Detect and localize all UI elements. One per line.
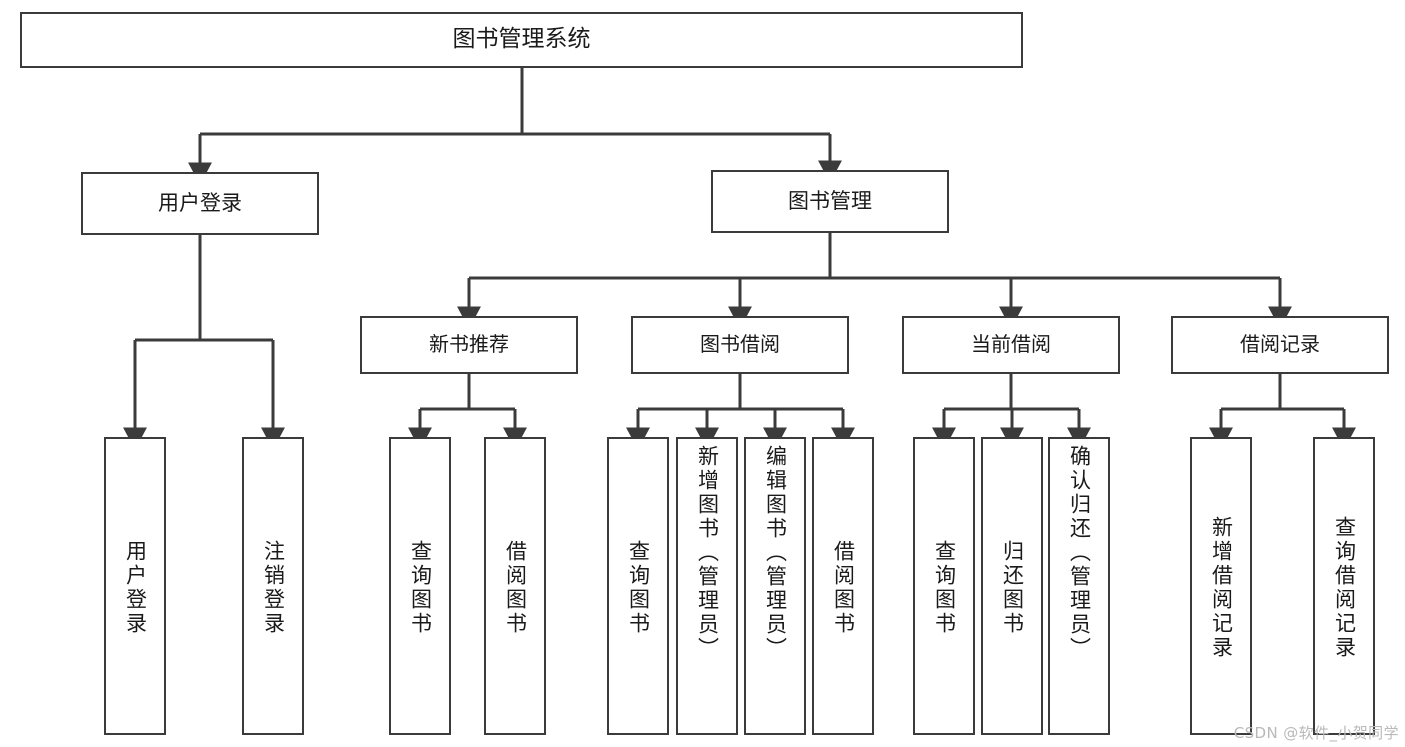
leaf-confirm-return-admin[interactable]: 确认归还（管理员） — [1048, 437, 1110, 735]
node-new-book-recommend[interactable]: 新书推荐 — [360, 316, 578, 374]
leaf-query-book-1-label: 查询图书 — [408, 540, 433, 636]
node-borrow-record[interactable]: 借阅记录 — [1171, 316, 1389, 374]
leaf-borrow-book-1[interactable]: 借阅图书 — [484, 437, 546, 735]
leaf-return-book-label: 归还图书 — [1000, 540, 1025, 636]
node-book-manage-label: 图书管理 — [788, 189, 872, 214]
leaf-query-book-2[interactable]: 查询图书 — [607, 437, 669, 735]
leaf-borrow-book-2[interactable]: 借阅图书 — [812, 437, 874, 735]
node-book-borrow-label: 图书借阅 — [700, 332, 780, 357]
leaf-add-book-admin[interactable]: 新增图书（管理员） — [676, 437, 738, 735]
node-book-manage[interactable]: 图书管理 — [711, 170, 949, 233]
node-new-book-recommend-label: 新书推荐 — [429, 332, 509, 357]
csdn-watermark: CSDN @软件_小贺同学 — [1233, 724, 1399, 742]
leaf-borrow-book-2-label: 借阅图书 — [831, 540, 856, 636]
node-current-borrow[interactable]: 当前借阅 — [902, 316, 1120, 374]
leaf-user-login-action[interactable]: 用户登录 — [104, 437, 166, 735]
leaf-add-book-admin-label: 新增图书（管理员） — [695, 445, 720, 661]
node-borrow-record-label: 借阅记录 — [1240, 332, 1320, 357]
leaf-confirm-return-admin-label: 确认归还（管理员） — [1067, 445, 1092, 661]
leaf-add-borrow-record[interactable]: 新增借阅记录 — [1190, 437, 1252, 735]
node-root[interactable]: 图书管理系统 — [20, 12, 1023, 68]
node-current-borrow-label: 当前借阅 — [971, 332, 1051, 357]
leaf-query-borrow-record-label: 查询借阅记录 — [1332, 516, 1357, 660]
node-user-login[interactable]: 用户登录 — [81, 172, 319, 235]
leaf-user-login-action-label: 用户登录 — [123, 540, 148, 636]
leaf-query-book-3[interactable]: 查询图书 — [913, 437, 975, 735]
leaf-return-book[interactable]: 归还图书 — [981, 437, 1043, 735]
node-root-label: 图书管理系统 — [452, 26, 591, 53]
leaf-query-book-3-label: 查询图书 — [932, 540, 957, 636]
node-user-login-label: 用户登录 — [158, 191, 242, 216]
leaf-logout-action[interactable]: 注销登录 — [242, 437, 304, 735]
leaf-add-borrow-record-label: 新增借阅记录 — [1209, 516, 1234, 660]
node-book-borrow[interactable]: 图书借阅 — [631, 316, 849, 374]
leaf-borrow-book-1-label: 借阅图书 — [503, 540, 528, 636]
leaf-edit-book-admin-label: 编辑图书（管理员） — [763, 445, 788, 661]
leaf-edit-book-admin[interactable]: 编辑图书（管理员） — [744, 437, 806, 735]
leaf-query-book-1[interactable]: 查询图书 — [389, 437, 451, 735]
leaf-logout-action-label: 注销登录 — [261, 540, 286, 636]
leaf-query-borrow-record[interactable]: 查询借阅记录 — [1313, 437, 1375, 735]
leaf-query-book-2-label: 查询图书 — [626, 540, 651, 636]
